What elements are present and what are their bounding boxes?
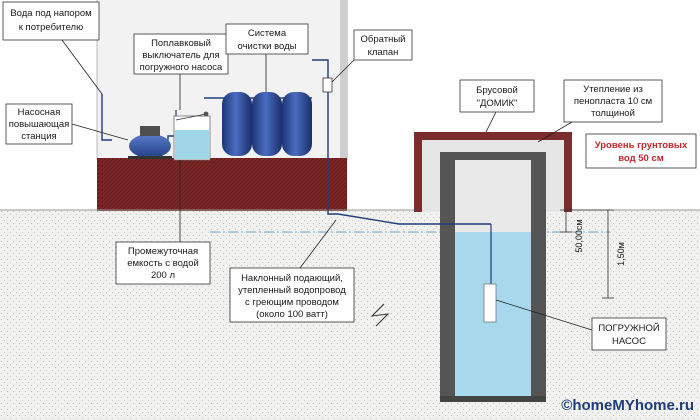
leader-submersible-pump (495, 299, 593, 331)
floor-slab (97, 158, 347, 211)
svg-text:Система: Система (248, 28, 287, 39)
svg-text:повышающая: повышающая (9, 119, 70, 130)
leader-supply-pipe (299, 219, 337, 269)
tank-water (175, 130, 209, 159)
svg-text:с греющим проводом: с греющим проводом (245, 297, 339, 308)
filter-cylinder-3 (282, 92, 312, 156)
leader-booster (71, 123, 129, 141)
svg-text:"ДОМИК": "ДОМИК" (477, 98, 518, 109)
booster-pump (129, 134, 171, 158)
label-filter-system: Система очистки воды (225, 23, 309, 55)
booster-pump-base (128, 156, 172, 159)
svg-text:выключатель для: выключатель для (142, 50, 219, 61)
check-valve (322, 77, 333, 93)
label-check-valve: Обратный клапан (353, 29, 413, 61)
svg-text:НАСОС: НАСОС (612, 336, 646, 347)
supply-pipe (312, 59, 491, 225)
dim-label-150: 1,50м (616, 242, 626, 266)
filter-cylinder-1 (222, 92, 252, 156)
submersible-pump (483, 283, 497, 323)
label-booster-station: Насосная повышающая станция (5, 103, 73, 145)
svg-text:(около 100 ватт): (около 100 ватт) (256, 309, 328, 320)
svg-text:пенопласта 10 см: пенопласта 10 см (574, 96, 652, 107)
svg-text:клапан: клапан (368, 47, 399, 58)
float-arm (175, 113, 207, 121)
svg-text:очистки воды: очистки воды (238, 41, 297, 52)
svg-text:Насосная: Насосная (18, 107, 61, 118)
svg-text:вод 50 см: вод 50 см (618, 153, 664, 164)
svg-text:толщиной: толщиной (591, 108, 635, 119)
pipe-break-symbol (370, 303, 390, 327)
svg-text:погружного насоса: погружного насоса (140, 62, 223, 73)
consumer-pipe (101, 94, 112, 141)
dim-label-50: 50,00см (574, 219, 584, 252)
label-intermediate-tank: Промежуточная емкость с водой 200 л (115, 241, 211, 285)
watermark: ©homeMYhome.ru (561, 397, 694, 414)
well-bottom (440, 396, 546, 402)
svg-text:Промежуточная: Промежуточная (128, 246, 198, 257)
svg-text:200 л: 200 л (151, 270, 175, 281)
svg-text:Утепление из: Утепление из (583, 84, 643, 95)
float-ball (203, 111, 209, 117)
svg-text:ПОГРУЖНОЙ: ПОГРУЖНОЙ (598, 322, 660, 334)
filter-cylinder-2 (252, 92, 282, 156)
svg-text:емкость с водой: емкость с водой (127, 258, 199, 269)
house-wall (340, 0, 348, 160)
svg-text:Брусовой: Брусовой (476, 85, 518, 96)
leader-timber-house (485, 111, 497, 133)
label-timber-house: Брусовой "ДОМИК" (459, 79, 535, 113)
leader-insulation (537, 121, 573, 143)
label-supply-pipe: Наклонный подающий, утепленный водопрово… (229, 267, 355, 323)
booster-pump-head (140, 126, 160, 136)
svg-text:Поплавковый: Поплавковый (151, 38, 211, 49)
label-groundwater-level: Уровень грунтовых вод 50 см (585, 133, 697, 169)
label-pressure-water: Вода под напором к потребителю (2, 1, 100, 41)
svg-text:Уровень грунтовых: Уровень грунтовых (595, 140, 688, 151)
leader-pressure-water (61, 39, 103, 95)
label-insulation: Утепление из пенопласта 10 см толщиной (563, 79, 663, 123)
label-float-switch: Поплавковый выключатель для погружного н… (133, 33, 229, 75)
svg-text:Наклонный подающий,: Наклонный подающий, (241, 273, 343, 284)
leader-check-valve (331, 59, 355, 83)
svg-text:Вода под напором: Вода под напором (10, 8, 91, 19)
svg-text:станция: станция (21, 131, 56, 142)
label-submersible-pump: ПОГРУЖНОЙ НАСОС (591, 317, 667, 351)
svg-text:Обратный: Обратный (361, 34, 406, 45)
svg-text:к потребителю: к потребителю (19, 22, 83, 33)
svg-text:утепленный водопровод: утепленный водопровод (238, 285, 346, 296)
